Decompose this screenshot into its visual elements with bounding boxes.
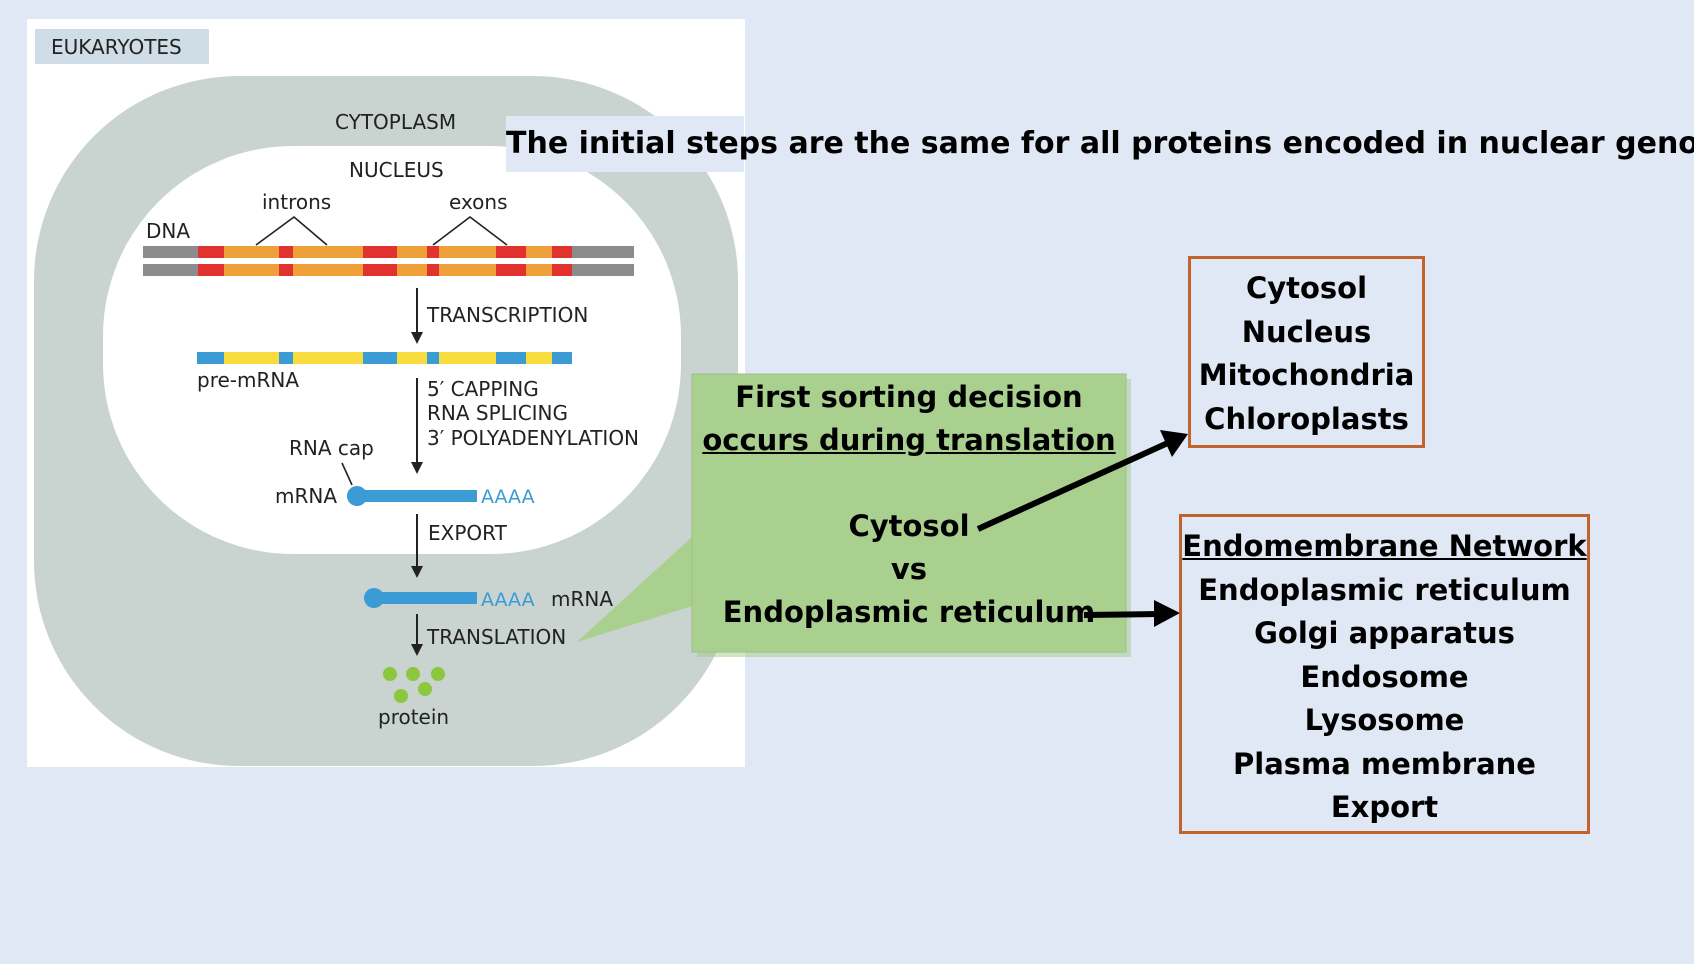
translation-label: TRANSLATION: [426, 625, 566, 649]
mrna-strand-nucleus: [357, 490, 477, 502]
dna-strands: [143, 246, 634, 276]
rna-cap-pointer: [341, 462, 353, 486]
endomembrane-title: Endomembrane Network: [1182, 529, 1587, 563]
mrna-label-nucleus: mRNA: [275, 484, 337, 508]
export-label: EXPORT: [428, 521, 508, 545]
callout-versus: vs: [890, 552, 928, 586]
processing-step-splicing: RNA SPLICING: [427, 401, 568, 425]
destination-lysosome: Lysosome: [1304, 703, 1465, 737]
arrow-to-cytosol-box: [976, 439, 1172, 532]
destination-golgi: Golgi apparatus: [1254, 616, 1515, 650]
callout-title-line1: First sorting decision: [735, 380, 1083, 414]
cytoplasm-label: CYTOPLASM: [335, 110, 456, 134]
translation-arrowhead: [411, 644, 423, 656]
destination-export: Export: [1330, 790, 1439, 824]
callout-option-er: Endoplasmic reticulum: [722, 595, 1096, 629]
callout-box: [691, 373, 1127, 653]
arrow-to-endomembrane-box-head: [1154, 600, 1180, 627]
arrow-to-cytosol-box-head: [1160, 430, 1188, 457]
polya-tail-nucleus: AAAA: [481, 486, 535, 508]
endomembrane-destinations-box: Endomembrane Network Endoplasmic reticul…: [1179, 514, 1590, 834]
heading-backdrop: [506, 116, 744, 172]
transcription-label: TRANSCRIPTION: [426, 303, 588, 327]
callout-text: First sorting decision occurs during tra…: [692, 376, 1126, 646]
export-arrowhead: [411, 566, 423, 578]
pre-mrna-strand: [197, 352, 572, 364]
exons-label: exons: [449, 190, 508, 214]
processing-step-capping: 5′ CAPPING: [427, 377, 539, 401]
destination-plasma-membrane: Plasma membrane: [1233, 746, 1536, 781]
callout-option-cytosol: Cytosol: [848, 509, 970, 543]
introns-pointer: [255, 215, 328, 246]
processing-arrowhead: [411, 462, 423, 474]
arrow-to-endomembrane-box: [1083, 611, 1159, 618]
protein-dots: [383, 667, 445, 703]
destination-er: Endoplasmic reticulum: [1198, 572, 1571, 607]
destination-mitochondria: Mitochondria: [1198, 358, 1415, 392]
processing-step-polyadenylation: 3′ POLYADENYLATION: [427, 426, 639, 450]
transcription-arrowhead: [411, 332, 423, 344]
cytosol-destinations-box: Cytosol Nucleus Mitochondria Chloroplast…: [1188, 256, 1425, 448]
nucleus-label: NUCLEUS: [349, 158, 444, 182]
callout-pointer: [577, 537, 692, 642]
callout-spacer: [692, 462, 1126, 505]
callout-title-line2: occurs during translation: [702, 423, 1116, 457]
destination-nucleus: Nucleus: [1241, 314, 1372, 349]
dna-label: DNA: [146, 219, 190, 243]
slide-heading: The initial steps are the same for all p…: [506, 126, 1694, 161]
introns-label: introns: [262, 190, 331, 214]
exons-pointer: [432, 215, 508, 246]
eukaryotes-label: EUKARYOTES: [51, 35, 182, 59]
polya-tail-cytoplasm: AAAA: [481, 589, 535, 611]
rna-cap-label: RNA cap: [289, 436, 374, 460]
destination-endosome: Endosome: [1300, 659, 1469, 694]
destination-chloroplasts: Chloroplasts: [1204, 401, 1409, 436]
mrna-strand-cytoplasm: [374, 592, 477, 604]
mrna-label-cytoplasm: mRNA: [551, 587, 613, 611]
pre-mrna-label: pre-mRNA: [197, 368, 299, 392]
eukaryotes-label-box: [35, 29, 209, 64]
destination-cytosol: Cytosol: [1245, 271, 1368, 305]
protein-label: protein: [378, 705, 449, 729]
